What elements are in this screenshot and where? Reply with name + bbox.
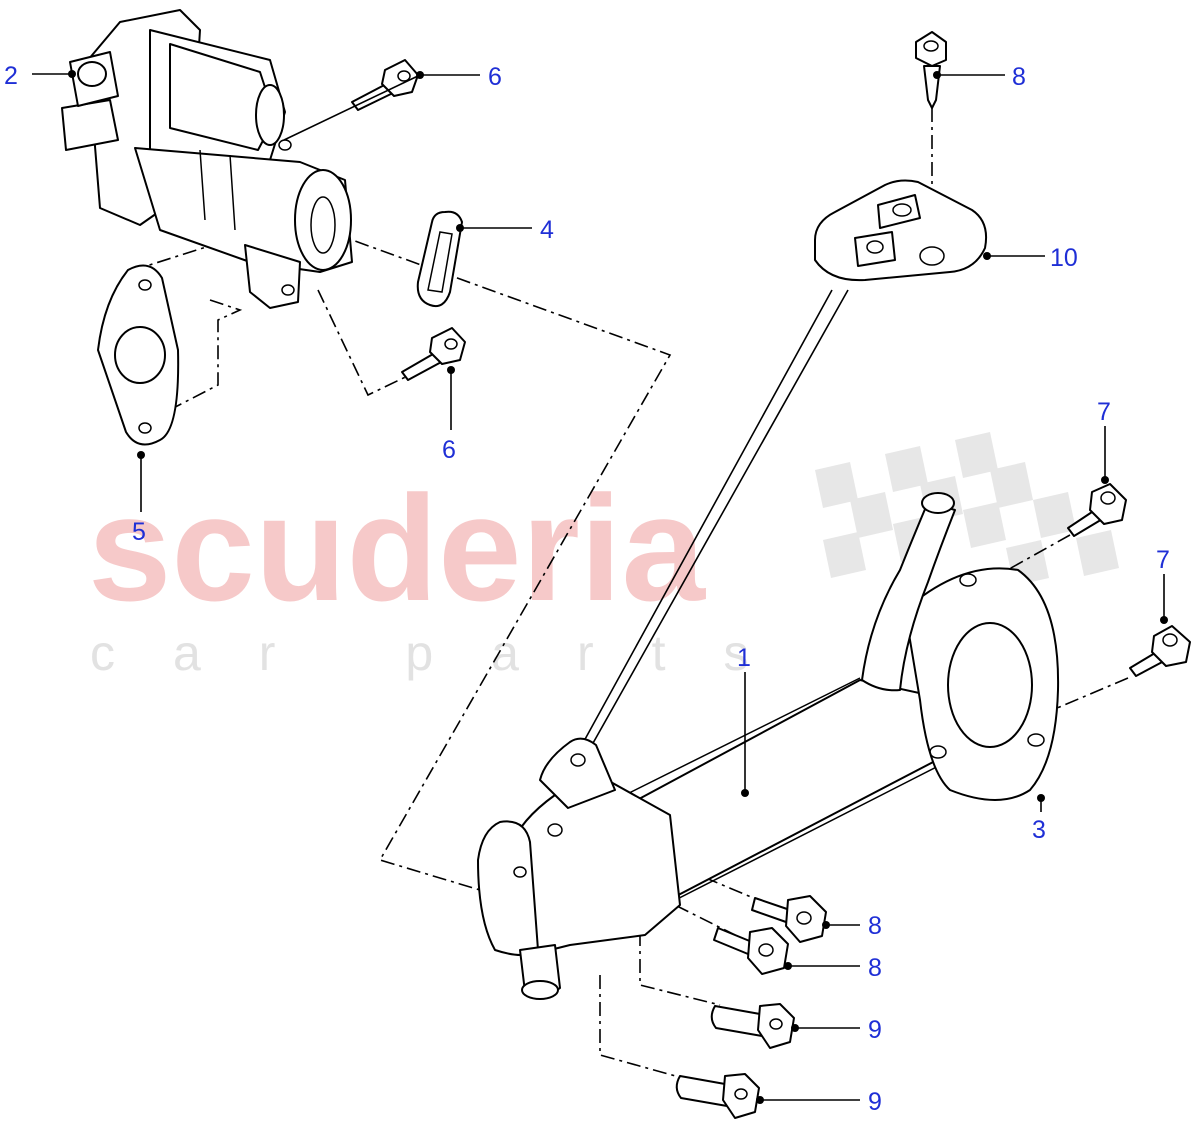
callout-6-lower: 6: [442, 436, 456, 464]
callout-9-upper: 9: [868, 1016, 882, 1044]
callout-labels: 2 6 8 4 10 6 5 7 7 1 3 8 8 9 9: [4, 62, 1170, 1116]
callout-5: 5: [132, 518, 146, 546]
gasket-upper: [416, 210, 463, 308]
tie-line-a: [577, 289, 833, 753]
callout-3: 3: [1032, 816, 1046, 844]
callout-6-upper: 6: [488, 63, 502, 91]
bolt-8-lower: [713, 927, 789, 975]
watermark: scuderia car parts: [88, 432, 1119, 681]
callout-7-lower: 7: [1156, 546, 1170, 574]
watermark-tagline: car parts: [90, 625, 807, 681]
callout-8-middle: 8: [868, 912, 882, 940]
callout-1: 1: [737, 644, 751, 672]
egr-valve: [61, 9, 353, 309]
gasket-lower: [97, 264, 180, 446]
bolt-8-upper: [751, 895, 827, 943]
checkered-flag-logo: [815, 432, 1119, 586]
watermark-brand: scuderia: [88, 464, 707, 632]
screw-8-top: [915, 31, 947, 109]
bolt-9-lower: [675, 1073, 760, 1119]
callout-7-upper: 7: [1097, 398, 1111, 426]
callout-4: 4: [540, 216, 554, 244]
bolt-7-lower: [1129, 625, 1191, 677]
bolt-9-upper: [710, 1003, 795, 1049]
callout-2: 2: [4, 62, 18, 90]
bracket: [814, 179, 988, 282]
callout-10: 10: [1050, 244, 1078, 272]
callout-leaders: [32, 70, 1168, 1104]
bolt-7-upper: [1067, 483, 1127, 537]
tie-line-b: [587, 289, 849, 753]
callout-8-top: 8: [1012, 63, 1026, 91]
bolt-6-lower: [401, 327, 466, 381]
egr-cooler: [477, 492, 1060, 1000]
callout-8-bottom: 8: [868, 954, 882, 982]
callout-9-lower: 9: [868, 1088, 882, 1116]
